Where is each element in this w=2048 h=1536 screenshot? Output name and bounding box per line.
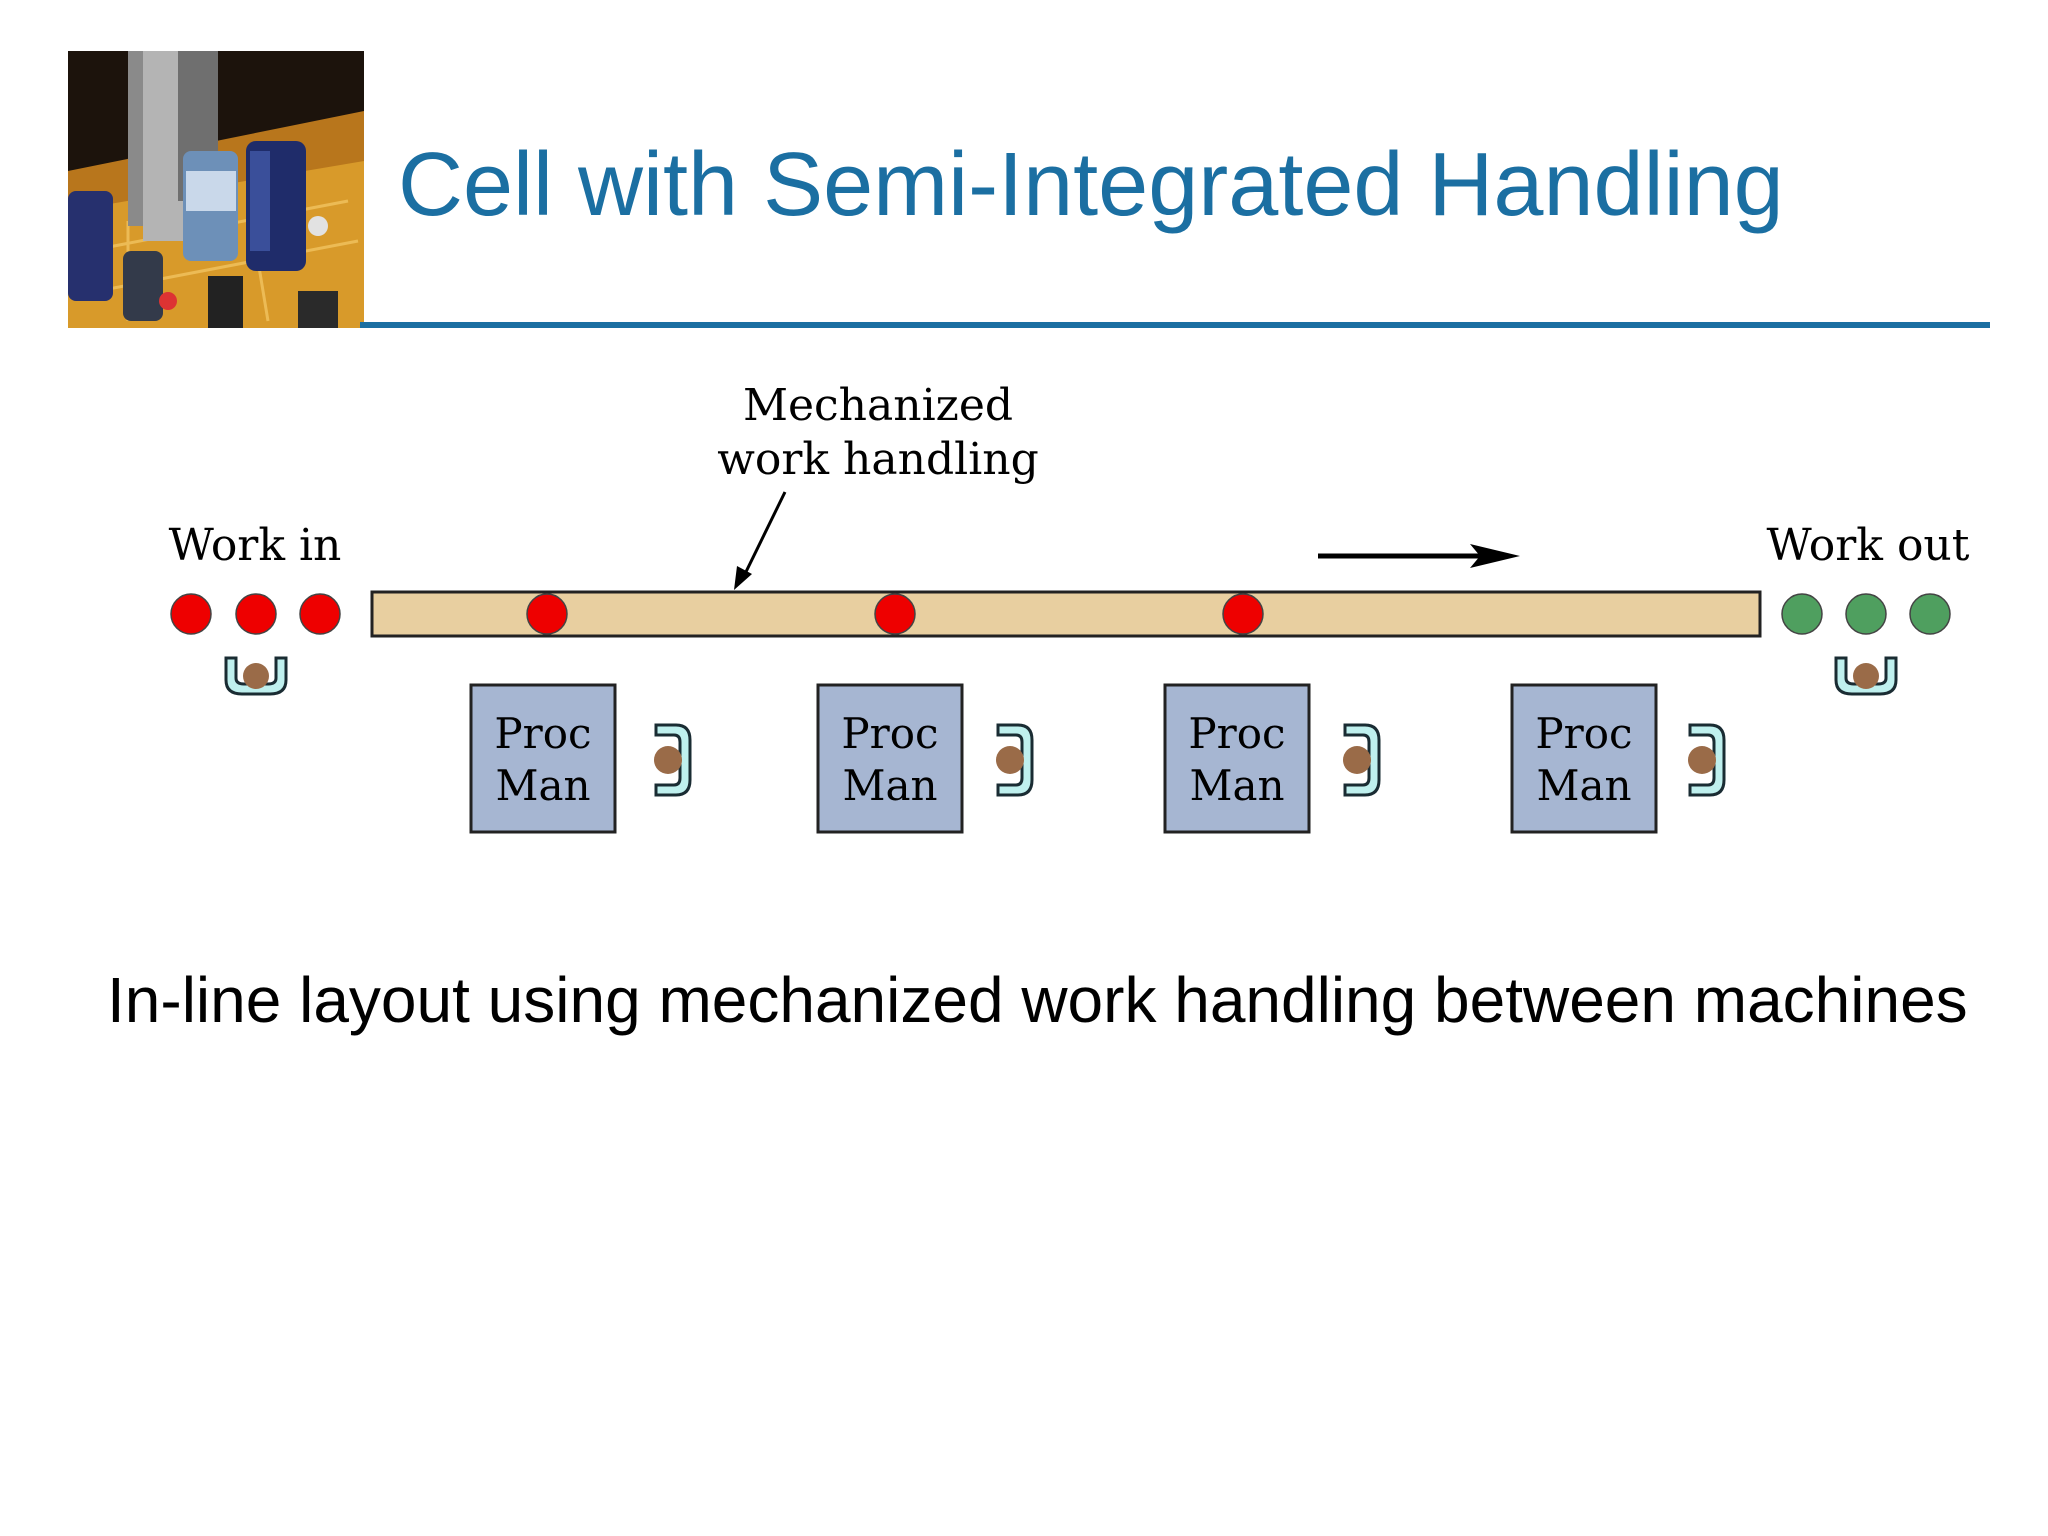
circuit-board-photo — [68, 51, 364, 328]
part-icon — [299, 593, 341, 635]
machine-box — [469, 683, 617, 834]
machine-label-line1: Proc — [841, 709, 938, 758]
operator-worker-icon — [652, 723, 692, 797]
part-icon — [526, 593, 568, 635]
callout-arrow-icon — [734, 491, 787, 590]
cell-layout-diagram: Mechanized work handling Work in Work ou… — [0, 370, 2048, 890]
operator-worker-icon — [994, 723, 1034, 797]
callout-label-line2: work handling — [717, 434, 1039, 485]
part-icon — [1909, 593, 1951, 635]
slide-body-text: In-line layout using mechanized work han… — [107, 964, 1968, 1036]
part-icon — [235, 593, 277, 635]
station-3: Proc Man — [1163, 683, 1381, 834]
unloader-worker-icon — [1834, 656, 1898, 696]
station-4: Proc Man — [1510, 683, 1726, 834]
callout-label-line1: Mechanized — [743, 380, 1013, 431]
operator-worker-icon — [1341, 723, 1381, 797]
machine-label-line2: Man — [1536, 761, 1631, 810]
conveyor — [370, 590, 1762, 638]
machine-label-line2: Man — [1189, 761, 1284, 810]
part-icon — [1222, 593, 1264, 635]
slide-title: Cell with Semi-Integrated Handling — [398, 135, 1784, 235]
part-icon — [1781, 593, 1823, 635]
machine-label-line1: Proc — [494, 709, 591, 758]
operator-worker-icon — [1686, 723, 1726, 797]
machine-label-line1: Proc — [1535, 709, 1632, 758]
machine-box — [816, 683, 964, 834]
machine-label-line2: Man — [495, 761, 590, 810]
conveyor-parts — [526, 593, 1264, 635]
station-2: Proc Man — [816, 683, 1034, 834]
part-icon — [874, 593, 916, 635]
work-out-label: Work out — [1767, 520, 1970, 571]
machine-label-line2: Man — [842, 761, 937, 810]
work-in-label: Work in — [169, 520, 342, 571]
finished-parts — [1781, 593, 1951, 635]
part-icon — [170, 593, 212, 635]
station-1: Proc Man — [469, 683, 692, 834]
flow-arrow-icon — [1318, 544, 1520, 568]
title-divider — [360, 322, 1990, 328]
loader-worker-icon — [224, 656, 288, 696]
incoming-parts — [170, 593, 341, 635]
machine-label-line1: Proc — [1188, 709, 1285, 758]
part-icon — [1845, 593, 1887, 635]
machine-box — [1163, 683, 1311, 834]
machine-box — [1510, 683, 1658, 834]
